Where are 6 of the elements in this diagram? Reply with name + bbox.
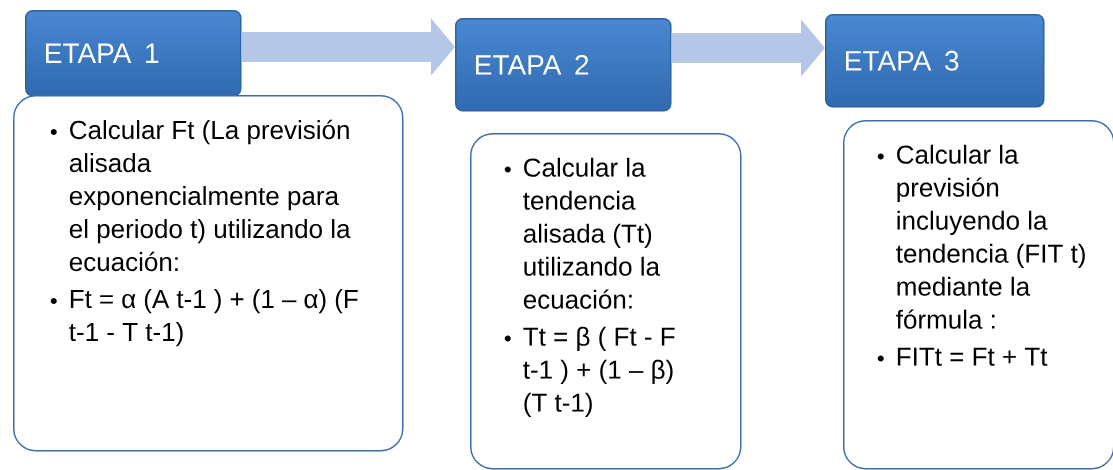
stage-header: ETAPA 2 (455, 18, 672, 112)
stage-card: Calcular la tendencia alisada (Tt) utilizando la ecuación: Tt = β ( Ft - F t-1 ) + (1 – β) (T t-1) (470, 133, 742, 470)
stage-header: ETAPA 3 (825, 14, 1045, 108)
stage-header: ETAPA 1 (25, 10, 242, 97)
stage-card: Calcular Ft (La previsión alisada exponencialmente para el periodo t) utilizando la ecuación: Ft = α (A t-1 ) + (1 – α) (F t-1 - T t-1) (13, 95, 404, 452)
stage-card: Calcular la previsión incluyendo la tendencia (FIT t) mediante la fórmula : FITt = Ft + Tt (843, 120, 1113, 470)
